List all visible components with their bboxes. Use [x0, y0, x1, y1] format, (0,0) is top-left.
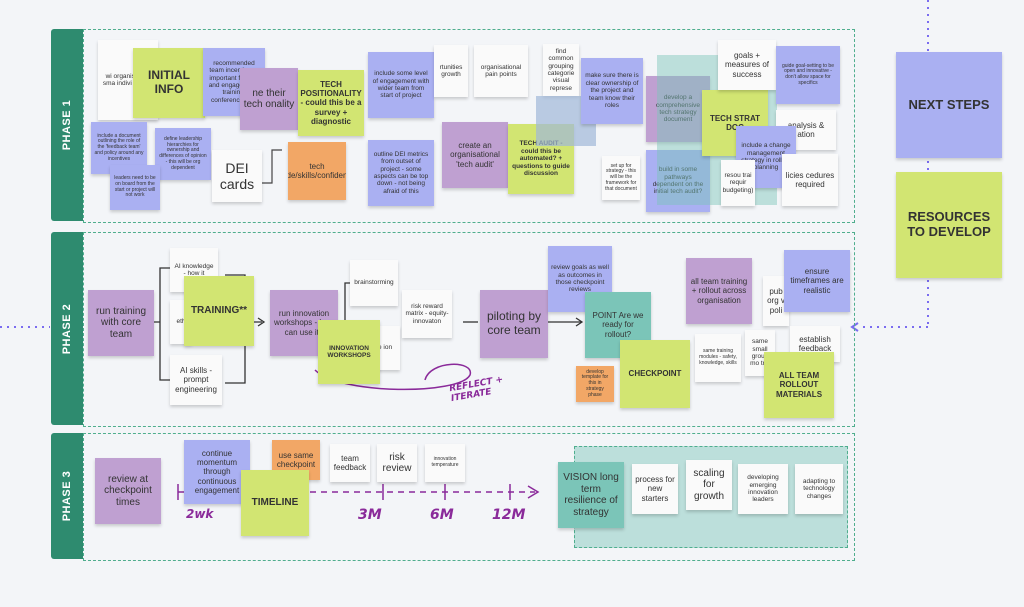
- phase-1-tab[interactable]: PHASE 1: [51, 29, 83, 221]
- timeline-6m: 6M: [430, 507, 454, 523]
- note-brainstorming[interactable]: brainstorming: [350, 260, 398, 306]
- note-review-checkpoint[interactable]: review at checkpoint times: [95, 458, 161, 524]
- note-set-up[interactable]: set up for strategy - this will be the f…: [602, 156, 640, 200]
- note-all-team-training[interactable]: all team training + rollout across organ…: [686, 258, 752, 324]
- timeline-2wk: 2wk: [186, 507, 214, 521]
- note-develop-comprehensive[interactable]: develop a comprehensive tech strategy do…: [646, 76, 710, 142]
- note-define-leadership[interactable]: define leadership hierarchies for owners…: [155, 128, 211, 180]
- note-risk-reward[interactable]: risk reward matrix - equity-innovaton: [402, 290, 452, 338]
- note-piloting[interactable]: piloting by core team: [480, 290, 548, 358]
- note-include-level[interactable]: include some level of engagement with wi…: [368, 52, 434, 118]
- timeline-12m: 12M: [492, 507, 526, 523]
- note-vision[interactable]: VISION long term resilience of strategy: [558, 462, 624, 528]
- note-training[interactable]: TRAINING**: [184, 276, 254, 346]
- note-tech-positionality[interactable]: TECH POSITIONALITY - could this be a sur…: [298, 70, 364, 136]
- note-timeline[interactable]: TIMELINE: [241, 470, 309, 536]
- note-find-common[interactable]: find common grouping categorie visual re…: [543, 44, 579, 96]
- phase-2-tab[interactable]: PHASE 2: [51, 232, 83, 425]
- phase-2-frame: [83, 232, 855, 427]
- note-next-steps[interactable]: NEXT STEPS: [896, 52, 1002, 158]
- note-developing[interactable]: developing emerging innovation leaders: [738, 464, 788, 514]
- note-tech-attitude[interactable]: tech attitude/skills/confidence??: [288, 142, 346, 200]
- note-innovation-workshops[interactable]: INNOVATION WORKSHOPS: [318, 320, 380, 384]
- note-org-pain[interactable]: organisational pain points: [474, 45, 528, 97]
- note-run-training[interactable]: run training with core team: [88, 290, 154, 356]
- phase-3-frame: [83, 433, 855, 561]
- note-outline-dei[interactable]: outline DEI metrics from outset of proje…: [368, 140, 434, 206]
- note-dei-cards[interactable]: DEI cards: [212, 150, 262, 202]
- note-resources[interactable]: resou trai requir budgeting): [721, 160, 755, 206]
- note-initial-info[interactable]: INITIAL INFO: [133, 48, 205, 118]
- note-team-feedback[interactable]: team feedback: [330, 444, 370, 482]
- note-policies[interactable]: licies cedures required: [782, 154, 838, 206]
- note-leaders[interactable]: leaders need to be on board from the sta…: [110, 165, 160, 210]
- phase-1-frame: [83, 29, 855, 223]
- note-build-pathways[interactable]: build in some pathways dependent on the …: [646, 150, 710, 212]
- note-create-audit[interactable]: create an organisational 'tech audit': [442, 122, 508, 188]
- note-same-modules[interactable]: same training modules - safety, knowledg…: [695, 334, 741, 382]
- note-make-sure[interactable]: make sure there is clear ownership of th…: [581, 58, 643, 124]
- note-process[interactable]: process for new starters: [632, 464, 678, 514]
- phase-3-tab[interactable]: PHASE 3: [51, 433, 83, 559]
- phase-2-label: PHASE 2: [61, 303, 73, 354]
- note-ai-skills[interactable]: AI skills - prompt engineering: [170, 355, 222, 405]
- note-goals[interactable]: goals + measures of success: [718, 40, 776, 90]
- note-adapting[interactable]: adapting to technology changes: [795, 464, 843, 514]
- phase-3-label: PHASE 3: [61, 470, 73, 522]
- note-opportunities[interactable]: rtunities growth: [434, 45, 468, 97]
- note-scaling[interactable]: scaling for growth: [686, 460, 732, 510]
- note-risk-review[interactable]: risk review: [377, 444, 417, 482]
- note-guide-goal[interactable]: guide goal-setting to be open and innova…: [776, 46, 840, 104]
- note-all-team-rollout[interactable]: ALL TEAM ROLLOUT MATERIALS: [764, 352, 834, 418]
- note-continue[interactable]: continue momentum through continuous eng…: [184, 440, 250, 504]
- timeline-3m: 3M: [358, 507, 382, 523]
- note-checkpoint[interactable]: CHECKPOINT: [620, 340, 690, 408]
- phase-1-label: PHASE 1: [61, 99, 73, 151]
- note-develop-template[interactable]: develop template for this in strategy ph…: [576, 366, 614, 402]
- note-innovation-temp[interactable]: innovation temperature: [425, 444, 465, 482]
- note-ensure[interactable]: ensure timeframes are realistic: [784, 250, 850, 312]
- note-tech-personality[interactable]: ne their tech onality: [240, 68, 298, 130]
- note-resources-to-develop[interactable]: RESOURCES TO DEVELOP: [896, 172, 1002, 278]
